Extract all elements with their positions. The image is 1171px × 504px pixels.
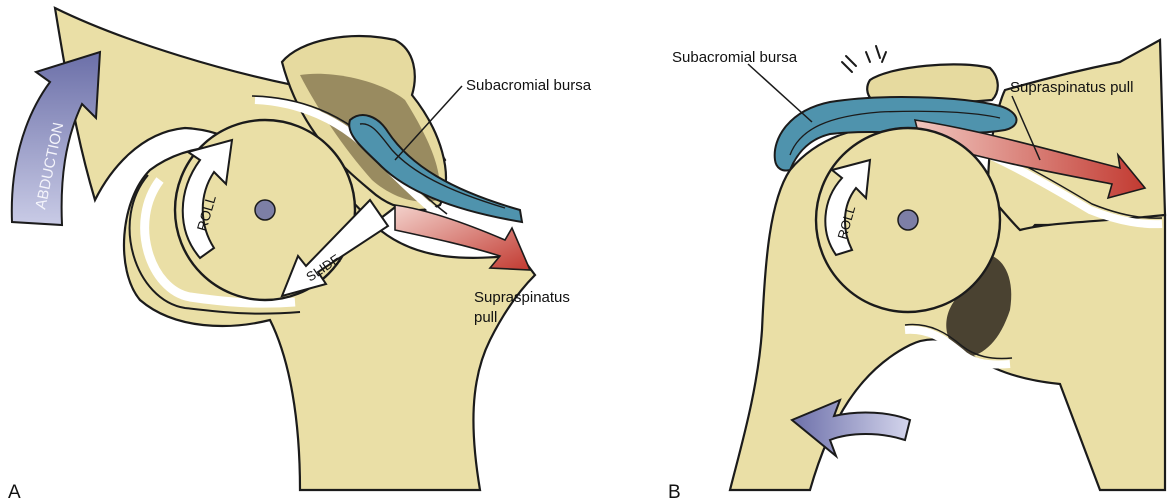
- head-center-dot-b: [898, 210, 918, 230]
- compression-marks-b: [842, 46, 886, 72]
- panel-b: ROLL Subacromial bursa Supraspinatus pul…: [668, 40, 1165, 503]
- bursa-label-b: Subacromial bursa: [672, 49, 798, 66]
- pull-label-b: Supraspinatus pull: [1010, 79, 1133, 96]
- pull-label-a-line1: Supraspinatus: [474, 289, 570, 306]
- panel-letter-a: A: [8, 482, 21, 503]
- panel-letter-b: B: [668, 482, 681, 503]
- pull-label-a-line2: pull: [474, 309, 497, 326]
- head-center-dot-a: [255, 200, 275, 220]
- panel-a: ROLL SLIDE ABDUCTION Subacromial bursa S…: [8, 8, 592, 503]
- bursa-leader-b: [748, 64, 812, 122]
- bursa-label-a: Subacromial bursa: [466, 77, 592, 94]
